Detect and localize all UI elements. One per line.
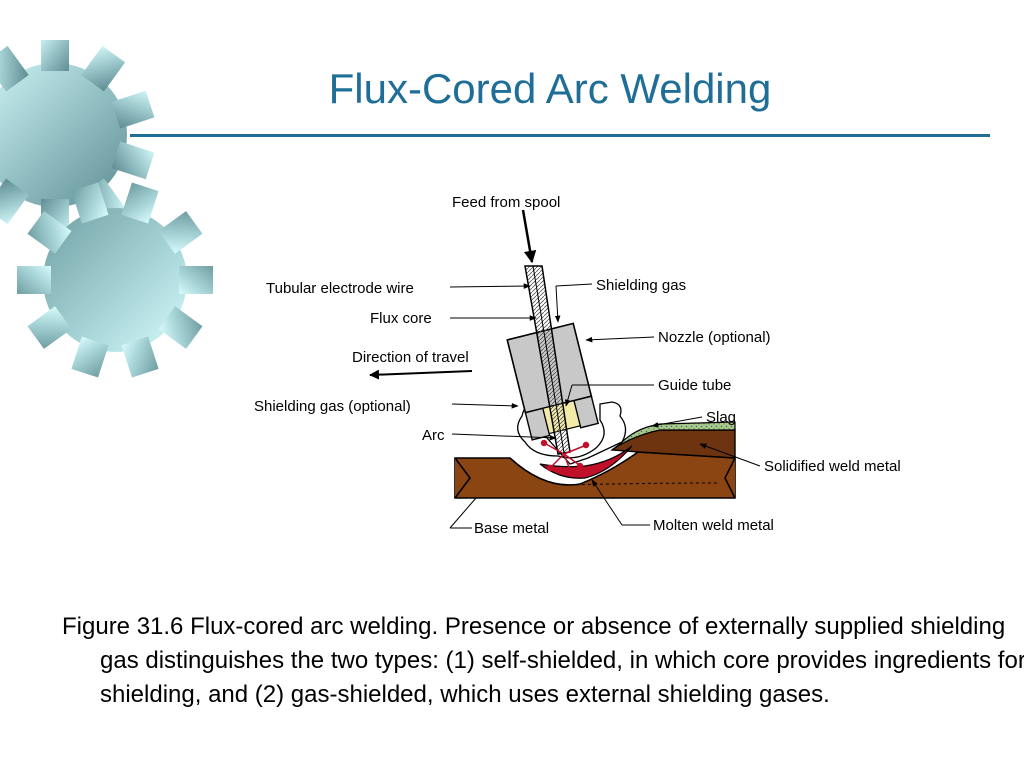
label-tubular-electrode-wire: Tubular electrode wire (266, 280, 414, 297)
label-flux-core: Flux core (370, 310, 432, 327)
label-guide-tube: Guide tube (658, 377, 731, 394)
base-metal-plate (454, 451, 736, 499)
label-arc: Arc (422, 427, 445, 444)
label-slag: Slag (706, 409, 736, 426)
label-molten-weld-metal: Molten weld metal (653, 517, 774, 534)
direction-arrow (369, 369, 473, 380)
arc-sparks (540, 439, 590, 476)
label-feed-from-spool: Feed from spool (452, 194, 560, 211)
gear-icon (0, 40, 155, 235)
title-divider (130, 134, 990, 137)
label-shielding-gas-optional: Shielding gas (optional) (254, 398, 411, 415)
label-solidified-weld-metal: Solidified weld metal (764, 458, 901, 475)
slag-layer (611, 421, 736, 451)
decorative-gears (0, 40, 213, 378)
label-base-metal: Base metal (474, 520, 549, 537)
molten-weld-metal (539, 445, 633, 479)
label-direction-of-travel: Direction of travel (352, 349, 469, 366)
label-shielding-gas: Shielding gas (596, 277, 686, 294)
label-nozzle: Nozzle (optional) (658, 329, 771, 346)
gear-icon (17, 182, 213, 378)
feed-arrow (521, 209, 537, 264)
fcaw-diagram: Feed from spool Tubular electrode wire F… (254, 194, 901, 537)
slide-title: Flux-Cored Arc Welding (328, 65, 772, 112)
solidified-weld-metal (610, 429, 736, 459)
figure-caption: Figure 31.6 Flux-cored arc welding. Pres… (62, 613, 1024, 708)
